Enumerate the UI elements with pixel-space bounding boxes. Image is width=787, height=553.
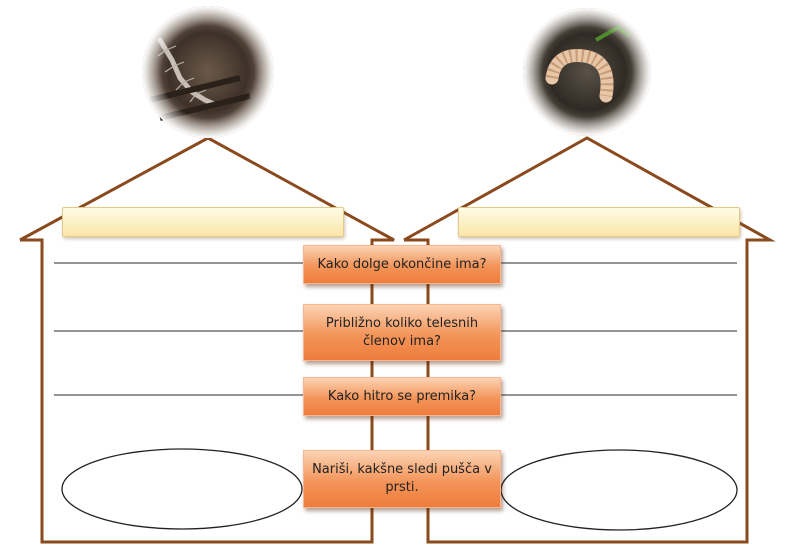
name-box-left[interactable]	[62, 207, 344, 237]
drawing-oval-right[interactable]	[500, 449, 738, 531]
right-house-outline	[403, 136, 776, 544]
question-4: Nariši, kakšne sledi pušča v prsti.	[303, 450, 501, 508]
answer-lines	[54, 262, 737, 396]
centipede-photo-icon	[142, 6, 274, 138]
name-box-right[interactable]	[458, 207, 740, 237]
question-1-text: Kako dolge okončine ima?	[317, 256, 487, 272]
drawing-oval-left[interactable]	[61, 448, 303, 530]
question-2: Približno koliko telesnih členov ima?	[303, 304, 501, 361]
question-4-text: Nariši, kakšne sledi pušča v prsti.	[312, 462, 492, 495]
question-3: Kako hitro se premika?	[303, 377, 501, 416]
millipede-photo-icon	[523, 8, 651, 136]
question-1: Kako dolge okončine ima?	[303, 245, 501, 284]
question-3-text: Kako hitro se premika?	[327, 388, 477, 404]
question-2-text: Približno koliko telesnih členov ima?	[325, 315, 479, 349]
